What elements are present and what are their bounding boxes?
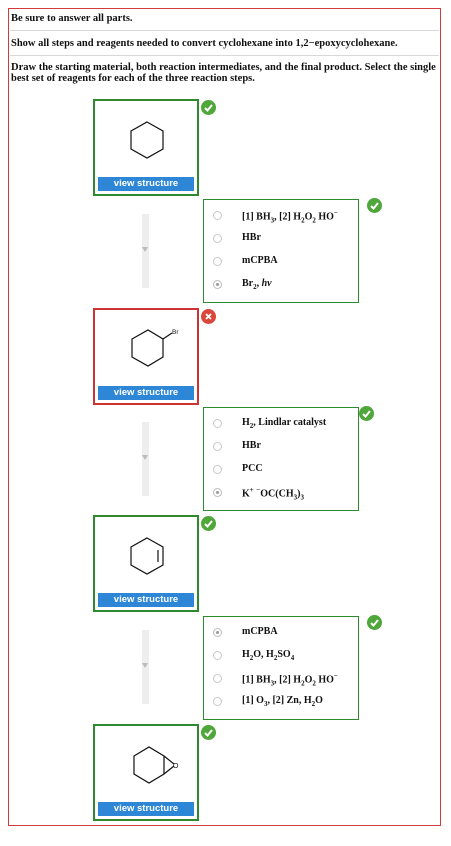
reagent-label: HBr [242, 232, 261, 243]
reagent-label: [1] O3, [2] Zn, H2O [242, 695, 323, 708]
reagent-label: mCPBA [242, 255, 278, 266]
cyclohexene-drawing [130, 537, 164, 575]
view-structure-button[interactable]: view structure [98, 386, 194, 400]
reagent-options-step-3: mCPBA H2O, H2SO4 [1] BH3, [2] H2O2 HO− [… [203, 616, 359, 720]
reaction-arrow [142, 630, 149, 704]
structure-box-intermediate-2[interactable]: view structure [93, 515, 199, 612]
reagent-option[interactable]: HBr [204, 437, 358, 457]
divider [10, 55, 439, 56]
arrow-down-icon [142, 455, 148, 460]
radio-button[interactable] [213, 697, 222, 706]
radio-button-selected[interactable] [213, 488, 222, 497]
radio-button-selected[interactable] [213, 628, 222, 637]
arrow-down-icon [142, 247, 148, 252]
bromocyclohexane-drawing: Br [131, 329, 179, 367]
correct-check-icon [359, 406, 374, 421]
reagent-label: HBr [242, 440, 261, 451]
reaction-arrow [142, 214, 149, 288]
reagent-option[interactable]: Br2, hν [204, 275, 358, 295]
reagent-label: [1] BH3, [2] H2O2 HO− [242, 672, 338, 688]
reagent-options-step-1: [1] BH3, [2] H2O2 HO− HBr mCPBA Br2, hν [203, 199, 359, 303]
radio-button[interactable] [213, 465, 222, 474]
bromine-label: Br [172, 329, 179, 336]
reagent-label: PCC [242, 463, 263, 474]
question-frame [8, 8, 441, 826]
arrow-down-icon [142, 663, 148, 668]
instruction-convert: Show all steps and reagents needed to co… [11, 38, 398, 49]
instruction-answer-all: Be sure to answer all parts. [11, 13, 133, 24]
incorrect-x-icon [201, 309, 216, 324]
reagent-option[interactable]: HBr [204, 229, 358, 249]
radio-button[interactable] [213, 442, 222, 451]
radio-button[interactable] [213, 419, 222, 428]
reagent-option[interactable]: [1] BH3, [2] H2O2 HO− [204, 669, 358, 689]
view-structure-button[interactable]: view structure [98, 593, 194, 607]
reagent-option[interactable]: [1] BH3, [2] H2O2 HO− [204, 206, 358, 226]
radio-button-selected[interactable] [213, 280, 222, 289]
oxygen-label: O [173, 763, 179, 770]
radio-button[interactable] [213, 651, 222, 660]
reagent-label: Br2, hν [242, 278, 272, 291]
correct-check-icon [201, 100, 216, 115]
reagent-option[interactable]: K+ −OC(CH3)3 [204, 483, 358, 503]
reagent-options-step-2: H2, Lindlar catalyst HBr PCC K+ −OC(CH3)… [203, 407, 359, 511]
reagent-label: H2, Lindlar catalyst [242, 417, 327, 430]
cyclohexane-drawing [130, 121, 164, 159]
radio-button[interactable] [213, 257, 222, 266]
reagent-label: [1] BH3, [2] H2O2 HO− [242, 209, 338, 225]
reagent-label: mCPBA [242, 626, 278, 637]
radio-button[interactable] [213, 674, 222, 683]
reagent-option[interactable]: H2, Lindlar catalyst [204, 414, 358, 434]
correct-check-icon [367, 198, 382, 213]
view-structure-button[interactable]: view structure [98, 802, 194, 816]
view-structure-button[interactable]: view structure [98, 177, 194, 191]
structure-box-starting-material[interactable]: view structure [93, 99, 199, 196]
divider [10, 30, 439, 31]
epoxycyclohexane-drawing: O [133, 746, 179, 784]
structure-box-final-product[interactable]: O view structure [93, 724, 199, 821]
instruction-draw: Draw the starting material, both reactio… [11, 62, 436, 84]
reagent-option[interactable]: mCPBA [204, 623, 358, 643]
correct-check-icon [367, 615, 382, 630]
reagent-option[interactable]: H2O, H2SO4 [204, 646, 358, 666]
radio-button[interactable] [213, 211, 222, 220]
reagent-option[interactable]: PCC [204, 460, 358, 480]
reaction-arrow [142, 422, 149, 496]
radio-button[interactable] [213, 234, 222, 243]
correct-check-icon [201, 725, 216, 740]
reagent-label: H2O, H2SO4 [242, 649, 295, 662]
reagent-option[interactable]: [1] O3, [2] Zn, H2O [204, 692, 358, 712]
structure-box-intermediate-1[interactable]: Br view structure [93, 308, 199, 405]
correct-check-icon [201, 516, 216, 531]
reagent-label: K+ −OC(CH3)3 [242, 486, 304, 502]
reagent-option[interactable]: mCPBA [204, 252, 358, 272]
